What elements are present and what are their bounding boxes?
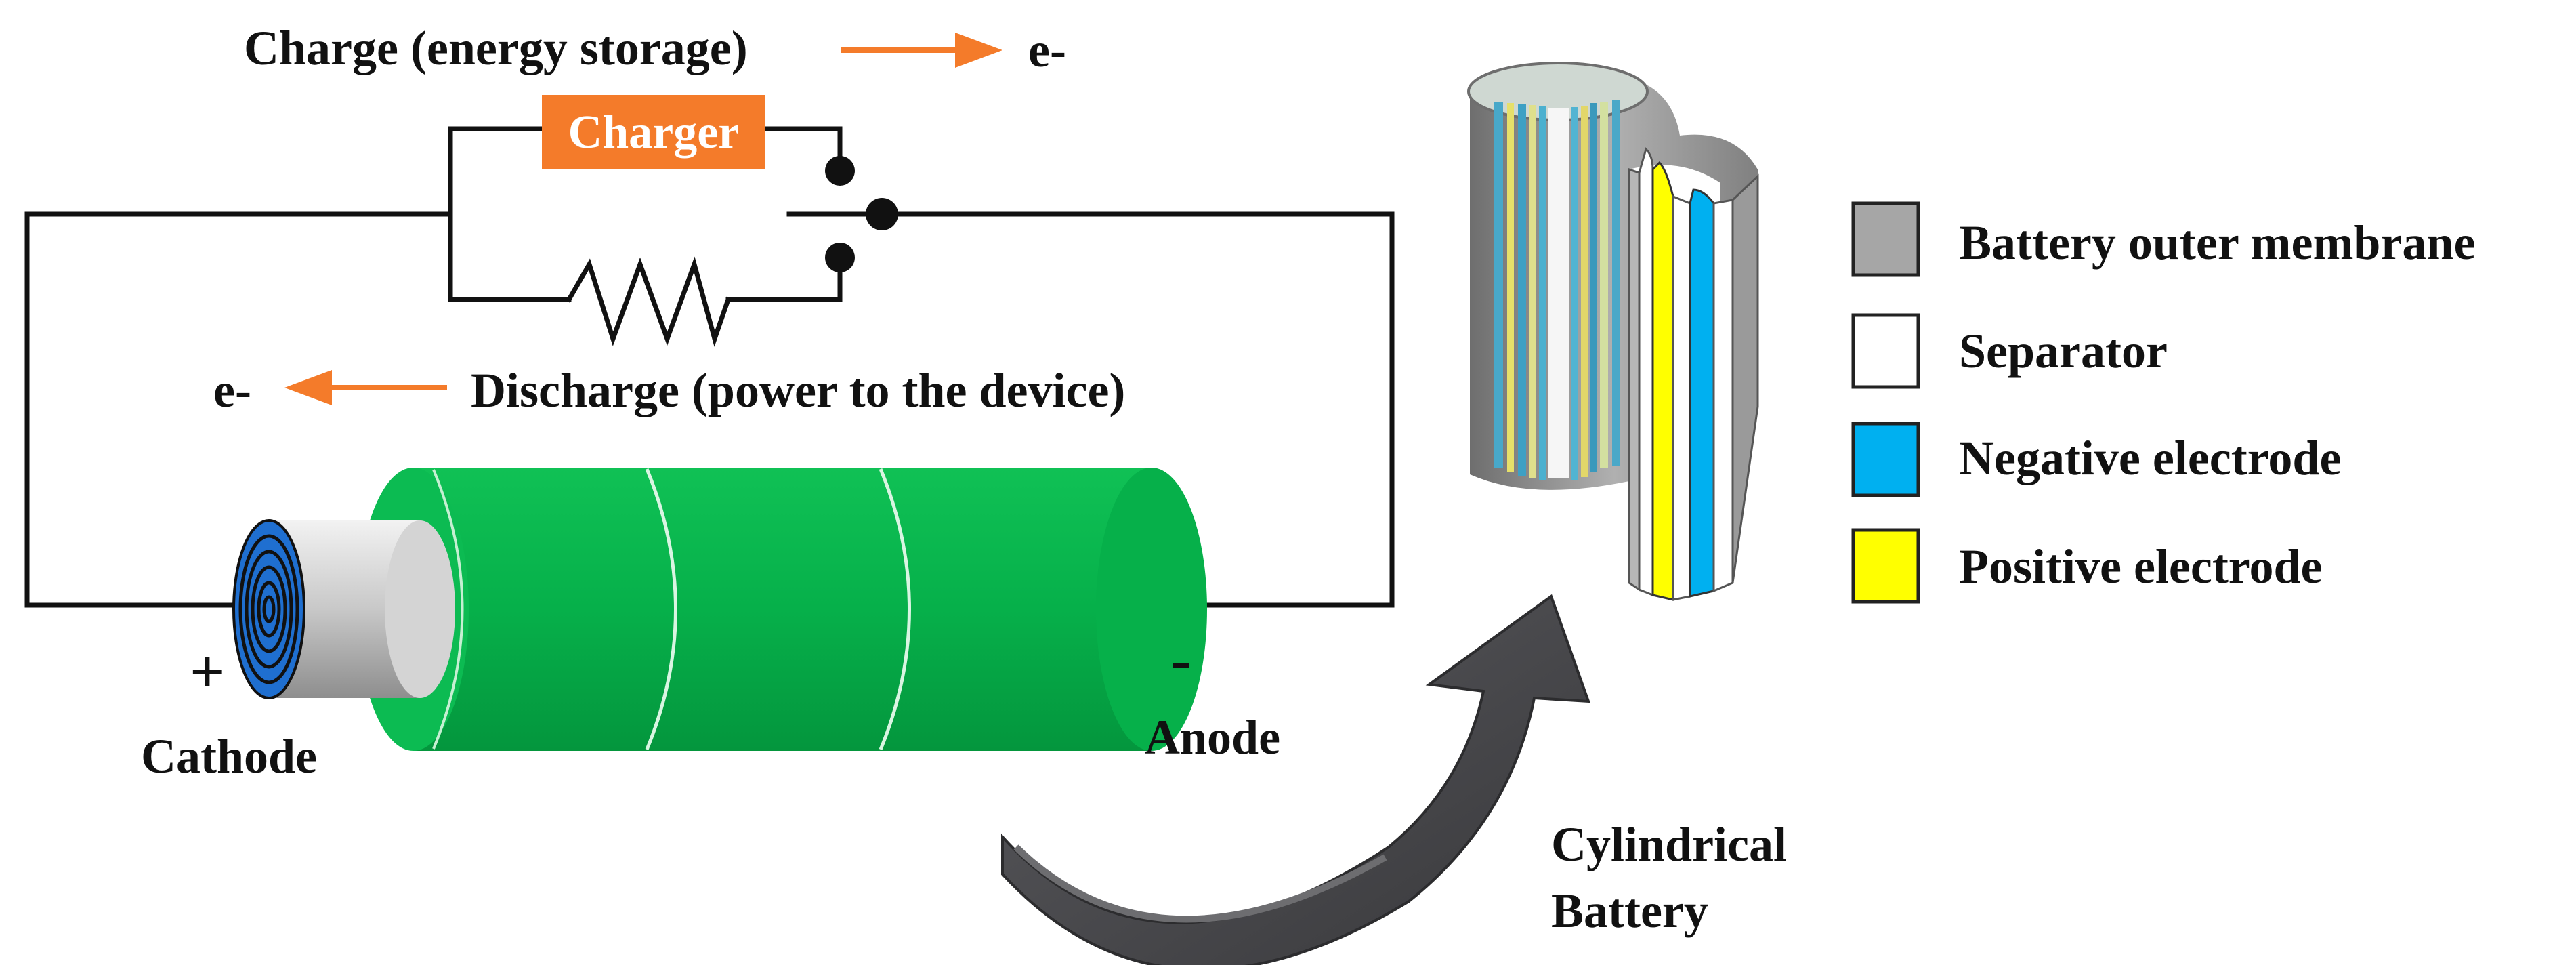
- sheet-positive: [1651, 161, 1674, 601]
- wire-resistor-branch: [448, 211, 572, 302]
- charger-box: [542, 95, 765, 169]
- sheet-negative: [1689, 188, 1715, 598]
- legend-swatch-negative-electrode: [1851, 422, 1920, 497]
- curved-arrow: [1001, 594, 1590, 965]
- charge-label: Charge (energy storage): [244, 21, 748, 75]
- legend-label-outer-membrane: Battery outer membrane: [1959, 215, 2475, 270]
- legend-swatch-outer-membrane: [1851, 201, 1920, 277]
- battery-spiral-face: [232, 519, 305, 699]
- sheet-shell: [1628, 167, 1641, 592]
- charge-electron: e-: [1028, 23, 1066, 77]
- discharge-electron: e-: [213, 363, 251, 417]
- switch-contact-bottom: [825, 243, 855, 272]
- cell-roll-stripes: [1494, 100, 1620, 480]
- battery-seam-2: [879, 468, 911, 750]
- cylinder-caption-line1: Cylindrical: [1551, 817, 1787, 871]
- anode-label: Anode: [1145, 710, 1280, 764]
- legend-swatch-positive-electrode: [1851, 528, 1920, 604]
- legend: Battery outer membrane Separator Negativ…: [1851, 201, 2475, 604]
- resistor: [566, 256, 732, 347]
- minus-sign: -: [1170, 625, 1191, 694]
- legend-label-negative-electrode: Negative electrode: [1959, 431, 2341, 485]
- sheet-separator-1: [1638, 147, 1654, 597]
- cylinder-caption-line2: Battery: [1551, 884, 1708, 938]
- discharge-arrow: [284, 370, 447, 405]
- charger-label: Charger: [568, 106, 740, 159]
- wire-right: [878, 211, 1395, 608]
- cathode-label: Cathode: [141, 729, 317, 783]
- battery-body: [413, 468, 1152, 751]
- legend-label-positive-electrode: Positive electrode: [1959, 539, 2322, 594]
- switch-contact-pivot: [866, 198, 898, 230]
- wire-charger-right: [763, 126, 843, 165]
- cell-unrolled-sheets: [1628, 147, 1759, 601]
- wire-resistor-right: [725, 262, 843, 302]
- legend-label-separator: Separator: [1959, 324, 2168, 378]
- battery-seam-0: [432, 469, 464, 750]
- spiral-rings: [238, 534, 299, 684]
- legend-swatch-separator: [1851, 313, 1920, 389]
- battery-cap-back: [385, 520, 455, 698]
- circuit: [24, 126, 1395, 608]
- curved-arrow-highlight: [1013, 844, 1387, 923]
- sheet-outer: [1731, 173, 1759, 583]
- sheet-separator-2: [1672, 194, 1691, 601]
- wire-charger-branch: [448, 126, 545, 217]
- sheet-separator-3: [1712, 199, 1734, 593]
- battery-seam-1: [645, 468, 677, 750]
- battery: + - Cathode Anode: [141, 468, 1280, 783]
- switch-contact-top: [825, 156, 855, 186]
- cylindrical-cell: [1467, 62, 1759, 601]
- plus-sign: +: [190, 637, 225, 706]
- battery-right-end: [1096, 468, 1207, 751]
- charge-arrow: [841, 33, 1002, 68]
- discharge-label: Discharge (power to the device): [471, 363, 1125, 417]
- wire-left: [24, 211, 453, 608]
